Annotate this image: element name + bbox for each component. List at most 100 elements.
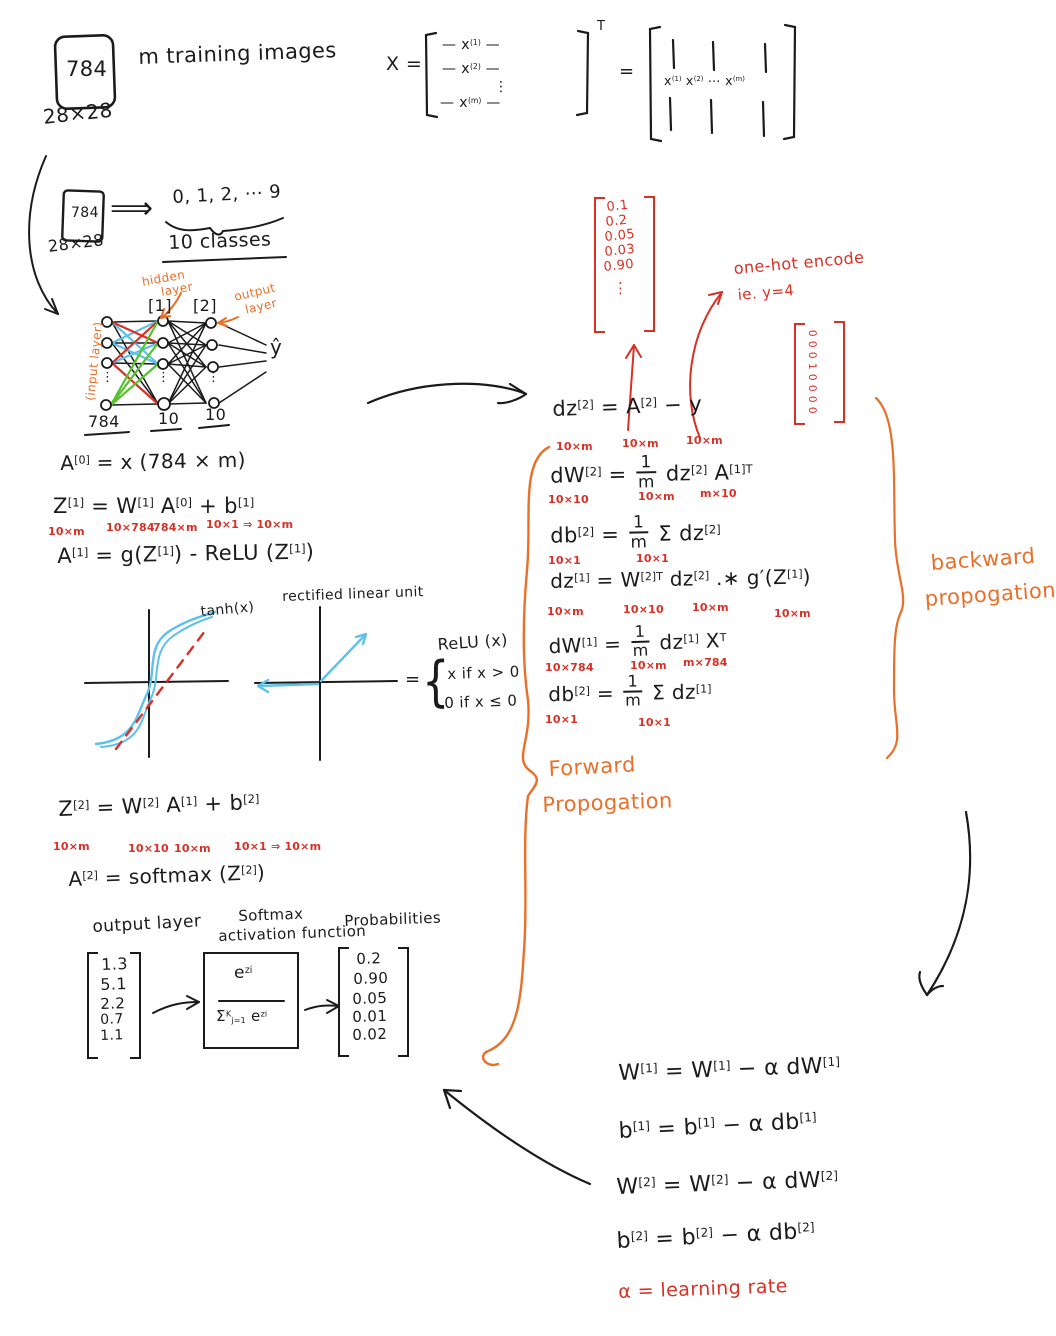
x-matrix-dots: ⋮ bbox=[494, 79, 509, 95]
prob-value: 0.90 bbox=[352, 968, 389, 988]
equals-sign: = bbox=[619, 61, 635, 82]
logits-bracket-right bbox=[130, 952, 141, 1059]
pred-vector-bracket-right bbox=[644, 196, 655, 332]
dim-z1: 784×m bbox=[153, 521, 198, 534]
dim-dw1: 10×m bbox=[630, 659, 667, 672]
backward-prop-brace bbox=[874, 396, 905, 760]
eq-a0: A[0] = x (784 × m) bbox=[59, 447, 247, 475]
dim-dw1: m×784 bbox=[683, 656, 728, 669]
layer2-bracket: [2] bbox=[193, 296, 217, 315]
output-layer-arrow bbox=[217, 316, 239, 327]
prob-value: 0.01 bbox=[351, 1006, 388, 1026]
x-equals: X = bbox=[386, 53, 423, 75]
network-edges-green bbox=[109, 319, 160, 407]
prob-value: 0.2 bbox=[355, 949, 382, 968]
dim-dz2: 10×m bbox=[556, 440, 593, 453]
dim-dz1: 10×m bbox=[547, 605, 584, 618]
x-col-matrix-brackets bbox=[648, 23, 797, 143]
arrow-logits-to-softmax bbox=[152, 995, 200, 1014]
class-underbrace bbox=[162, 217, 287, 263]
probs-bracket-left bbox=[338, 947, 349, 1057]
dim-dz1: 10×10 bbox=[623, 603, 664, 616]
onehot-entry: 0 bbox=[805, 340, 819, 349]
x-matrix-row: — x(1) — bbox=[442, 37, 501, 53]
input-col-dots: ⋮ bbox=[101, 370, 115, 385]
eq-z1: Z[1] = W[1] A[0] + b[1] bbox=[53, 494, 255, 518]
prob-value: 0.05 bbox=[351, 988, 388, 1008]
dim-dz2: 10×m bbox=[686, 434, 723, 447]
implies-arrow: ⟹ bbox=[110, 191, 154, 226]
dim-z2: 10×1 ⇒ 10×m bbox=[234, 840, 322, 853]
onehot-entry: 0 bbox=[805, 395, 819, 404]
logit-value: 5.1 bbox=[99, 974, 128, 994]
softmax-denominator: ΣKj=1 ezi bbox=[216, 1007, 268, 1026]
x-matrix-row: — x(m) — bbox=[440, 95, 501, 111]
dim-z2: 10×m bbox=[53, 840, 90, 853]
arrow-box-to-network bbox=[28, 155, 59, 315]
pred-vector-bracket-left bbox=[594, 197, 605, 333]
forward-prop-line bbox=[481, 445, 551, 1067]
hidden-layer-arrow bbox=[160, 292, 182, 319]
arrow-backprop-to-updates bbox=[918, 810, 972, 997]
red-arrow-to-onehot bbox=[689, 291, 723, 439]
dim-z2: 10×10 bbox=[128, 842, 169, 855]
probs-bracket-right bbox=[398, 947, 409, 1057]
probabilities-heading: Probabilities bbox=[343, 908, 442, 930]
layer-count-underlines bbox=[84, 424, 230, 436]
layer1-bracket: [1] bbox=[148, 296, 172, 315]
relu-case-brace: { bbox=[422, 650, 450, 713]
onehot-entry: 0 bbox=[805, 351, 819, 360]
pixel-box-stroke bbox=[53, 34, 117, 110]
dim-db2: 10×1 bbox=[636, 552, 669, 565]
output-count: 10 bbox=[205, 405, 227, 424]
softmax-fn-title: Softmax bbox=[237, 904, 304, 925]
softmax-box-stroke bbox=[203, 952, 299, 1049]
logits-bracket-left bbox=[87, 952, 98, 1059]
arrow-network-to-backprop bbox=[366, 382, 528, 405]
dim-db1: 10×1 bbox=[545, 713, 578, 726]
onehot-bracket-left bbox=[794, 323, 805, 425]
pixel-box-label: 784 bbox=[66, 57, 108, 81]
arrow-softmax-to-probs bbox=[304, 999, 340, 1014]
dim-db2: 10×1 bbox=[548, 554, 581, 567]
red-arrow-to-pred-vector bbox=[625, 344, 642, 431]
x-col-matrix-center: x(1) x(2) ⋯ x(m) bbox=[664, 73, 745, 88]
onehot-entry: 0 bbox=[805, 406, 819, 415]
onehot-entry: 0 bbox=[805, 384, 819, 393]
hidden-count: 10 bbox=[158, 409, 180, 428]
hidden-col-dots: ⋮ bbox=[157, 370, 171, 385]
onehot-entry: 0 bbox=[805, 329, 819, 338]
onehot-vector: 0 0 0 1 0 0 0 0 bbox=[805, 328, 819, 416]
dim-z1: 10×1 ⇒ 10×m bbox=[206, 518, 294, 531]
pixel-box-small-label: 784 bbox=[71, 205, 99, 221]
logit-value: 1.3 bbox=[100, 954, 129, 974]
dim-db1: 10×1 bbox=[638, 716, 671, 729]
dim-dw2: m×10 bbox=[700, 487, 737, 500]
dim-z1: 10×784 bbox=[106, 521, 155, 534]
input-count: 784 bbox=[88, 412, 120, 431]
eq-dz1: dz[1] = W[2]T dz[2] .∗ g′(Z[1]) bbox=[549, 564, 812, 593]
output-col-dots: ⋮ bbox=[207, 370, 221, 385]
yhat-label: ŷ bbox=[270, 335, 283, 359]
x-row-matrix-brackets bbox=[424, 29, 590, 119]
class-count: 10 classes bbox=[167, 228, 272, 254]
dim-dw2: 10×10 bbox=[548, 493, 589, 506]
relu-case2: 0 if x ≤ 0 bbox=[443, 691, 518, 712]
onehot-bracket-right bbox=[834, 321, 845, 423]
arrow-updates-to-forward bbox=[442, 1088, 592, 1186]
logit-value: 0.7 bbox=[99, 1011, 124, 1028]
logit-value: 1.1 bbox=[99, 1027, 124, 1044]
tanh-plot-strokes bbox=[84, 609, 229, 758]
transpose-mark: T bbox=[597, 19, 606, 34]
forward-prop-label2: Propogation bbox=[541, 788, 674, 817]
relu-equals: = bbox=[405, 669, 421, 690]
relu-case1: x if x > 0 bbox=[446, 662, 520, 683]
dim-dz1: 10×m bbox=[692, 601, 729, 614]
relu-plot-strokes bbox=[254, 606, 398, 761]
x-matrix-row: — x(2) — bbox=[442, 61, 501, 77]
dim-dz2: 10×m bbox=[622, 437, 659, 450]
pred-value-dots: ⋮ bbox=[613, 279, 630, 297]
